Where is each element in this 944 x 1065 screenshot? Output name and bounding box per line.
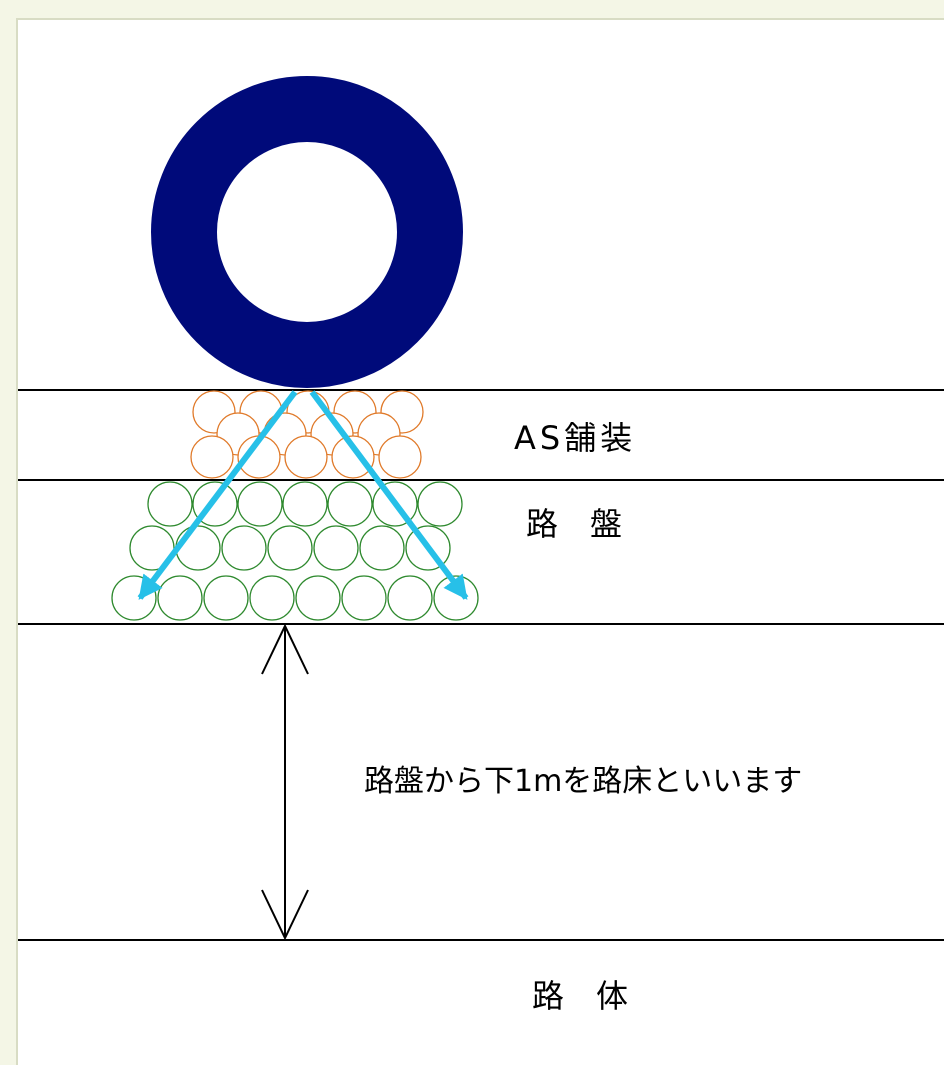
aggregate-particle — [331, 435, 375, 479]
aggregate-particle — [237, 481, 283, 527]
aggregate-particle — [387, 575, 433, 621]
subgrade-note: 路盤から下1mを路床といいます — [364, 764, 802, 799]
as-pavement-aggregate — [190, 390, 424, 479]
load-arrow-icon — [137, 390, 469, 600]
roadbed-aggregate — [111, 481, 479, 621]
aggregate-particle — [359, 525, 405, 571]
aggregate-particle — [378, 435, 422, 479]
aggregate-particle — [249, 575, 295, 621]
as-pavement-label: AS舗装 — [514, 419, 636, 457]
aggregate-particle — [295, 575, 341, 621]
roadbed-label: 路 盤 — [526, 505, 622, 543]
aggregate-particle — [327, 481, 373, 527]
aggregate-particle — [175, 525, 221, 571]
load-arrow-right — [309, 390, 469, 600]
aggregate-particle — [267, 525, 313, 571]
aggregate-particle — [190, 435, 234, 479]
aggregate-particle — [203, 575, 249, 621]
aggregate-particle — [313, 525, 359, 571]
diagram-frame: AS舗装 路 盤 路盤から下1mを路床といいます 路 体 — [16, 18, 944, 1065]
road-body-label: 路 体 — [532, 977, 628, 1015]
aggregate-particle — [284, 435, 328, 479]
aggregate-particle — [157, 575, 203, 621]
aggregate-particle — [417, 481, 463, 527]
pavement-cross-section-diagram: AS舗装 路 盤 路盤から下1mを路床といいます 路 体 — [18, 76, 944, 1015]
tire-icon — [151, 76, 463, 388]
aggregate-particle — [282, 481, 328, 527]
aggregate-particle — [221, 525, 267, 571]
aggregate-particle — [147, 481, 193, 527]
load-arrow-left — [137, 390, 298, 600]
dimension-arrow-icon — [261, 623, 309, 941]
aggregate-particle — [341, 575, 387, 621]
